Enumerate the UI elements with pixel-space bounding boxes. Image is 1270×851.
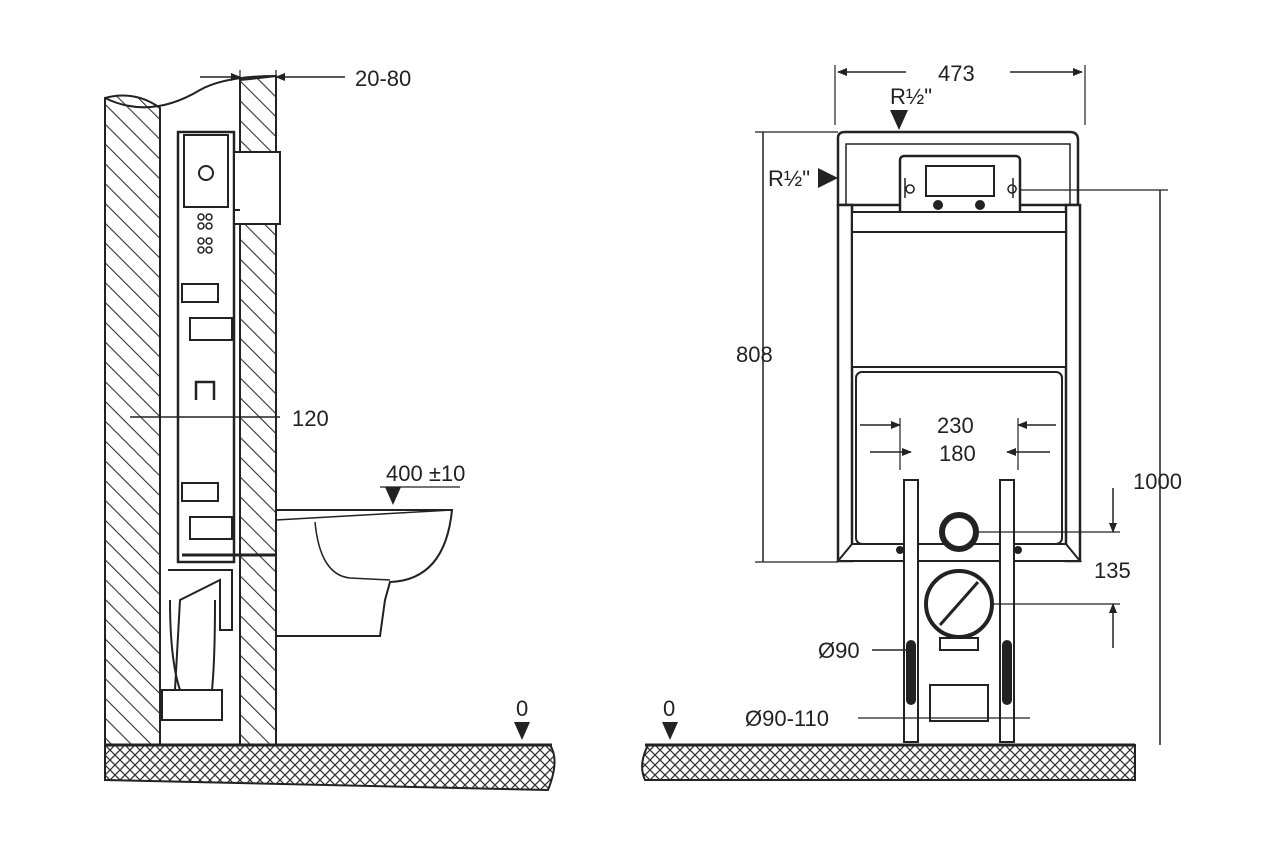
bowl-height-label: 400 ±10 [386,461,465,486]
top-inlet-label: R½" [890,84,932,109]
floor-level-side-label: 0 [516,696,528,721]
front-view [662,65,1168,745]
flush-pipe-label: Ø90 [818,638,860,663]
width-label: 473 [938,61,975,86]
frame-front [835,203,1083,563]
wall-thickness-label: 20-80 [355,66,411,91]
floor-side [104,743,556,792]
waste-height-label: 135 [1094,558,1131,583]
front-dimensions [662,65,1168,745]
back-wall [104,94,161,746]
frame-side [176,130,290,564]
floor-level-front-label: 0 [663,696,675,721]
drain-pipe-label: Ø90-110 [745,706,829,731]
side-inlet-label: R½" [768,166,810,191]
frame-height-label: 808 [736,342,773,367]
total-height-label: 1000 [1133,469,1182,494]
frame-holes [197,213,213,254]
side-view [104,70,530,746]
bolt-spacing-outer-label: 230 [937,413,974,438]
drain-pipe-side [160,569,233,721]
frame-legs [896,479,1022,743]
waste-outlet [924,512,994,722]
side-dimensions [130,70,530,740]
bolt-spacing-inner-label: 180 [939,441,976,466]
toilet-bowl-side [275,509,454,637]
cistern [836,130,1080,218]
floor-front [641,743,1136,781]
frame-depth-label: 120 [292,406,329,431]
